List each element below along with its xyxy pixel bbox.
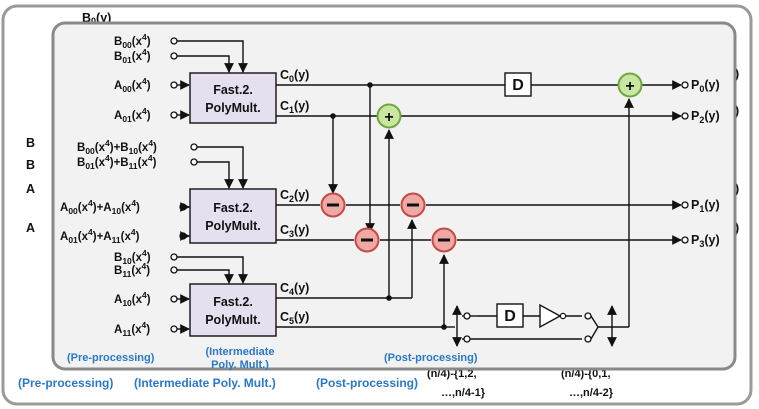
- bg-paren-2: ): [735, 104, 739, 118]
- svg-text:PolyMult.: PolyMult.: [205, 101, 261, 115]
- input-a-sum0: A00(x4)+A10(x4): [60, 198, 140, 216]
- polymult-block-mid: Fast.2. PolyMult.: [189, 188, 277, 244]
- outer-index-2a: (n/4)-{0,1,: [561, 368, 611, 380]
- adder-p2: +: [376, 103, 402, 129]
- outer-index-2b: …,n/4-2}: [569, 387, 614, 399]
- bg-label-a01: A: [26, 221, 35, 235]
- bg-paren-3: ): [735, 182, 739, 196]
- outer-section-post: (Post-processing): [316, 376, 418, 390]
- bot-input-wires: [177, 256, 248, 334]
- output-port-circles: [681, 81, 689, 244]
- output-p0: P0(y): [691, 78, 720, 94]
- output-c5: C5(y): [280, 310, 309, 326]
- bg-label-a00: A: [26, 182, 35, 196]
- section-intermediate-1: (Intermediate: [205, 346, 274, 358]
- subtractor-4: [431, 227, 457, 253]
- svg-text:D: D: [504, 308, 516, 325]
- bg-label-b01: B: [26, 158, 35, 172]
- subtractor-1: [320, 192, 346, 218]
- svg-text:PolyMult.: PolyMult.: [205, 313, 261, 327]
- section-post-processing: (Post-processing): [384, 352, 478, 364]
- section-intermediate-2: Poly. Mult.): [211, 359, 269, 371]
- svg-text:Fast.2.: Fast.2.: [213, 83, 253, 97]
- section-pre-processing: (Pre-processing): [67, 352, 155, 364]
- polymult-block-bot: Fast.2. PolyMult.: [189, 283, 277, 337]
- top-input-wires: [177, 40, 248, 120]
- subtractor-2: [400, 192, 426, 218]
- output-c3: C3(y): [280, 223, 309, 239]
- svg-text:Fast.2.: Fast.2.: [213, 201, 253, 215]
- output-c1: C1(y): [280, 99, 309, 115]
- polymult-block-top: Fast.2. PolyMult.: [189, 72, 277, 124]
- bg-paren-1: ): [735, 67, 739, 81]
- output-c2: C2(y): [280, 188, 309, 204]
- input-b-sum1: B01(x4)+B11(x4): [77, 153, 157, 171]
- svg-text:D: D: [512, 77, 524, 94]
- delay-element-bottom: D: [496, 303, 524, 328]
- outer-index-1b: …,n/4-1}: [441, 387, 486, 399]
- mux-switch-left: [452, 305, 471, 347]
- output-c0: C0(y): [280, 68, 309, 84]
- outer-section-pre: (Pre-processing): [18, 376, 113, 390]
- buffer-triangle: [539, 303, 567, 329]
- output-p2: P2(y): [691, 109, 720, 125]
- output-p1: P1(y): [691, 198, 720, 214]
- input-a-sum1: A01(x4)+A11(x4): [60, 227, 140, 245]
- bg-label-b00: B: [26, 136, 35, 150]
- adder-p0: +: [617, 72, 643, 98]
- svg-text:+: +: [625, 78, 634, 95]
- outer-index-1a: (n/4)-{1,2,: [427, 368, 477, 380]
- input-port-circles: [170, 37, 198, 333]
- output-c4: C4(y): [280, 281, 309, 297]
- bg-paren-4: ): [735, 221, 739, 235]
- subtractor-3: [354, 227, 380, 253]
- svg-text:Fast.2.: Fast.2.: [213, 295, 253, 309]
- output-p3: P3(y): [691, 233, 720, 249]
- post-processing-wires: [276, 82, 680, 340]
- delay-element-top: D: [504, 72, 532, 97]
- svg-text:PolyMult.: PolyMult.: [205, 219, 261, 233]
- svg-text:+: +: [384, 109, 393, 126]
- mux-switch-right: [584, 305, 617, 347]
- outer-section-inter: (Intermediate Poly. Mult.): [134, 376, 276, 390]
